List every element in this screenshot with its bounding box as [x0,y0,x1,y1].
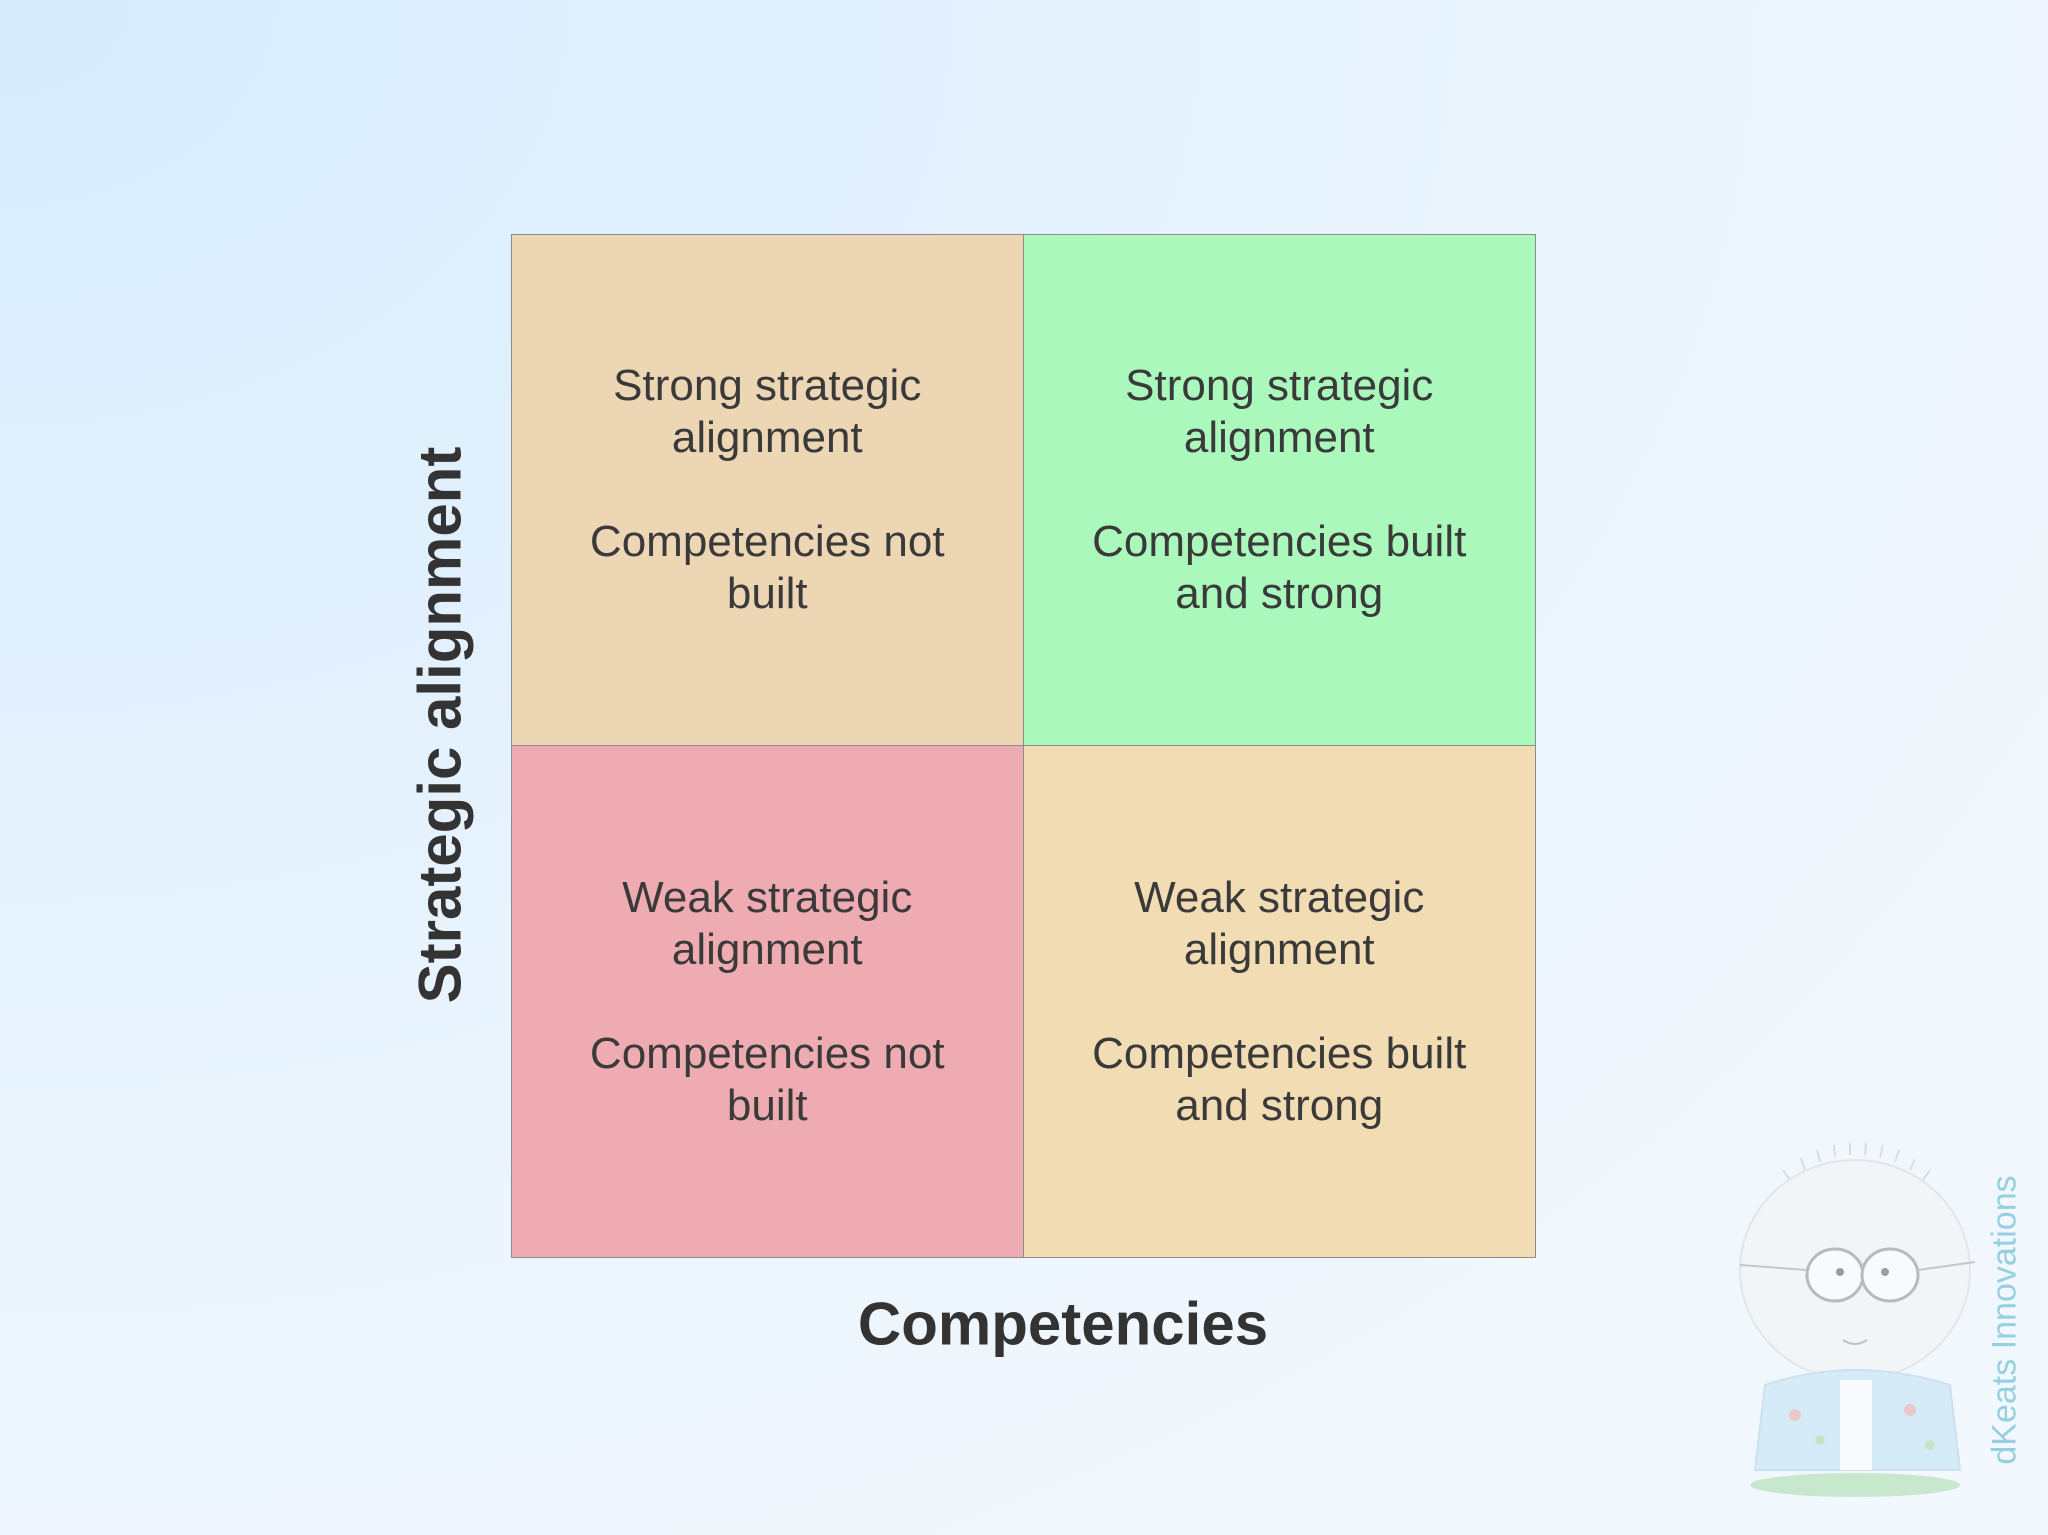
quadrant-bottom-right-alignment-text: Weak strategic alignment [1134,872,1425,974]
quadrant-top-left-competency-text: Competencies not built [589,517,945,618]
quadrant-bottom-left-alignment-text: Weak strategic alignment [622,872,913,974]
mascot-character-icon [1739,1142,1976,1497]
x-axis-label: Competencies [857,1290,1269,1358]
quadrant-bottom-left-competency-text: Competencies not built [589,1028,945,1130]
quadrant-top-right: Strong strategic alignment Competencies … [1023,235,1535,746]
quadrant-top-left: Strong strategic alignment Competencies … [512,235,1024,746]
quadrant-top-left-alignment-text: Strong strategic alignment [613,361,922,462]
quadrant-top-right-competency-text: Competencies built and strong [1092,517,1467,618]
quadrant-matrix: Strong strategic alignment Competencies … [511,234,1536,1258]
y-axis-label: Strategic alignment [406,446,474,1004]
quadrant-bottom-right-competency-text: Competencies built and strong [1092,1028,1467,1130]
quadrant-bottom-right: Weak strategic alignment Competencies bu… [1023,746,1535,1257]
quadrant-bottom-left: Weak strategic alignment Competencies no… [512,746,1024,1257]
watermark-brand-text: dKeats Innovations [1985,1175,2024,1465]
quadrant-top-right-alignment-text: Strong strategic alignment [1125,361,1434,462]
